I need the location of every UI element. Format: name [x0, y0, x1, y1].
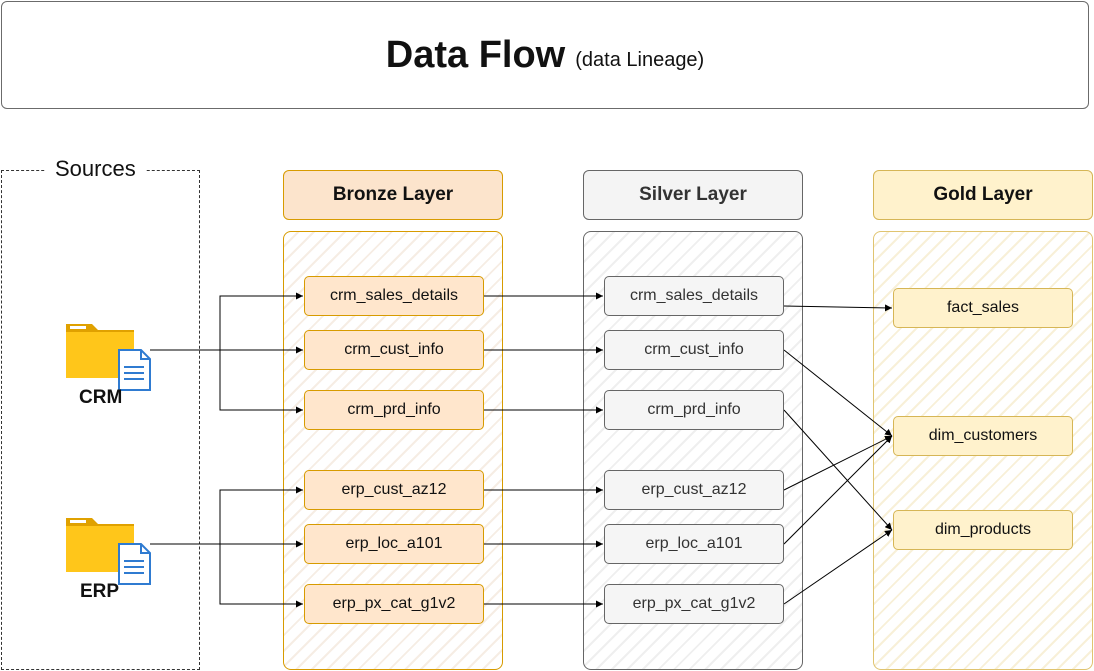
erp-source-label: ERP [80, 581, 120, 602]
edge-erp-cust-az12 [219, 486, 303, 544]
gold-table-dim-customers[interactable]: dim_customers [893, 416, 1073, 456]
silver-table-crm-cust-info[interactable]: crm_cust_info [604, 330, 784, 370]
edge-sg-px-cat-dim-products [783, 529, 893, 605]
silver-table-erp-loc-a101[interactable]: erp_loc_a101 [604, 524, 784, 564]
bronze-table-crm-prd-info[interactable]: crm_prd_info [304, 390, 484, 430]
edge-sg-cust-info-dim-customers [783, 349, 893, 437]
silver-layer-header: Silver Layer [583, 170, 803, 220]
bronze-table-erp-cust-az12[interactable]: erp_cust_az12 [304, 470, 484, 510]
silver-table-crm-sales-details[interactable]: crm_sales_details [604, 276, 784, 316]
page-title: Data Flow [385, 33, 566, 76]
gold-layer-header: Gold Layer [873, 170, 1093, 220]
title-box: Data Flow (data Lineage) [1, 1, 1089, 109]
gold-table-fact-sales[interactable]: fact_sales [893, 288, 1073, 328]
edge-crm-prd-info [219, 350, 303, 414]
page-subtitle: (data Lineage) [575, 48, 705, 71]
crm-document-icon [118, 349, 151, 391]
silver-table-erp-cust-az12[interactable]: erp_cust_az12 [604, 470, 784, 510]
gold-table-dim-products[interactable]: dim_products [893, 510, 1073, 550]
bronze-table-erp-px-cat-g1v2[interactable]: erp_px_cat_g1v2 [304, 584, 484, 624]
erp-document-icon [118, 543, 151, 585]
edge-crm-sales-details [219, 292, 303, 350]
edge-sg-fact-sales [783, 304, 893, 312]
erp-folder-icon [66, 518, 151, 585]
bronze-layer-header: Bronze Layer [283, 170, 503, 220]
bronze-table-crm-cust-info[interactable]: crm_cust_info [304, 330, 484, 370]
crm-source-label: CRM [79, 387, 123, 408]
silver-table-crm-prd-info[interactable]: crm_prd_info [604, 390, 784, 430]
sources-label: Sources [45, 156, 146, 182]
edge-erp-px-cat [219, 544, 303, 608]
bronze-table-erp-loc-a101[interactable]: erp_loc_a101 [304, 524, 484, 564]
bronze-table-crm-sales-details[interactable]: crm_sales_details [304, 276, 484, 316]
edge-sg-loc-a101-dim-customers [783, 435, 893, 545]
silver-table-erp-px-cat-g1v2[interactable]: erp_px_cat_g1v2 [604, 584, 784, 624]
crm-folder-icon [66, 324, 151, 391]
edge-sg-cust-az12-dim-customers [783, 435, 893, 491]
edge-sg-prd-info-dim-products [783, 409, 893, 531]
